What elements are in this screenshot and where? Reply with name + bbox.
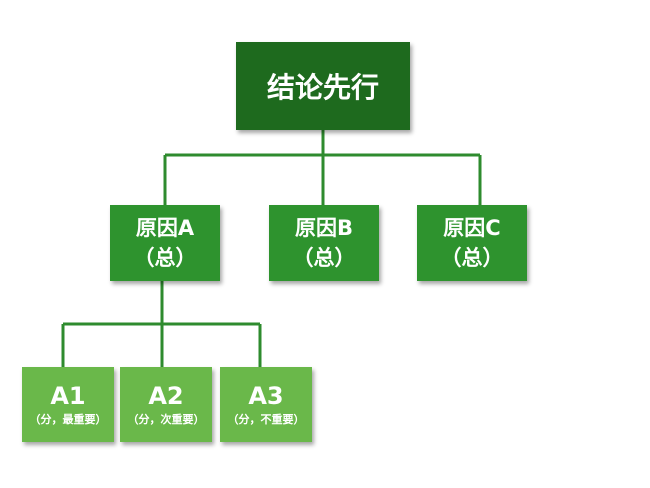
subpoint-a3-title: A3 [248,381,284,410]
cause-c-note: （总） [440,246,504,270]
cause-b-note: （总） [292,246,356,270]
subpoint-a2-box: A2 （分，次重要） [120,367,212,442]
cause-a-title: 原因A [135,216,195,240]
cause-c-box: 原因C （总） [417,205,527,281]
subpoint-a3-box: A3 （分，不重要） [220,367,312,442]
subpoint-a2-note: （分，次重要） [127,412,205,426]
subpoint-a2-title: A2 [148,381,184,410]
subpoint-a1-box: A1 （分，最重要） [22,367,114,442]
subpoint-a1-title: A1 [50,381,86,410]
subpoint-a3-note: （分，不重要） [227,412,305,426]
cause-b-title: 原因B [294,216,353,240]
subpoint-a1-note: （分，最重要） [29,412,107,426]
conclusion-label: 结论先行 [266,71,379,104]
conclusion-box: 结论先行 [236,42,410,130]
cause-a-box: 原因A （总） [110,205,220,281]
cause-c-title: 原因C [443,216,501,240]
cause-a-note: （总） [133,246,197,270]
cause-b-box: 原因B （总） [269,205,379,281]
